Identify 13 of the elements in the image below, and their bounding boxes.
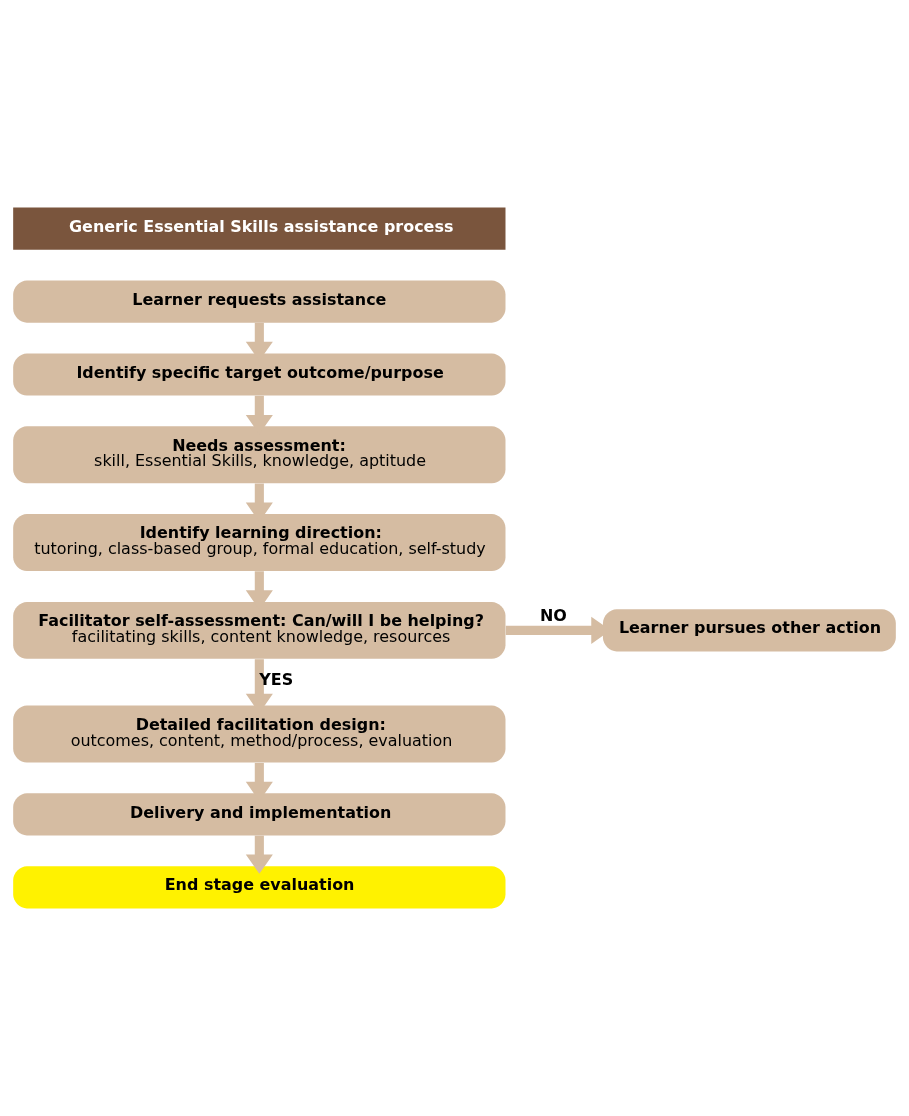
node-box: Delivery and implementation [13, 793, 506, 836]
node-box: Learner requests assistance [13, 280, 506, 323]
node-box: Facilitator self-assessment: Can/will I be helping? facilitating skills, content knowledge, resources [13, 601, 506, 659]
edge-label: YES [259, 670, 294, 690]
arrow [245, 835, 273, 874]
node-box: Identify specific target outcome/purpose [13, 353, 506, 396]
diagram-title: Generic Essential Skills assistance process [69, 216, 454, 236]
node-box: Identify learning direction: tutoring, class-based group, formal education, self-study [13, 514, 506, 572]
edge-label: NO [539, 606, 567, 626]
node-box: End stage evaluation [13, 866, 506, 909]
node-box: Needs assessment: skill, Essential Skills, knowledge, aptitude [13, 426, 506, 484]
node-box: Learner pursues other action [602, 609, 896, 652]
node-box: Detailed facilitation design: outcomes, content, method/process, evaluation [13, 705, 506, 763]
